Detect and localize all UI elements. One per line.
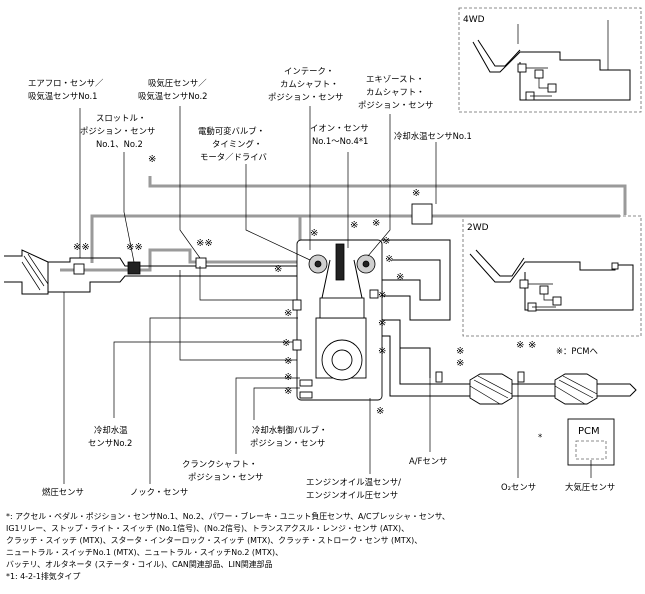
knock-sensor-label: ノック・センサ (130, 487, 188, 497)
svg-text:※: ※ (284, 356, 292, 367)
footnote-line: ニュートラル・スイッチNo.1 (MTX)、ニュートラル・スイッチNo.2 (M… (6, 548, 284, 557)
svg-text:※: ※ (310, 228, 318, 239)
maf-sensor-label: エアフロ・センサ／ 吸気温センサNo.1 (28, 78, 106, 101)
ect-sensor-1-label: 冷却水温センサNo.1 (394, 131, 472, 141)
svg-text:※: ※ (350, 220, 358, 231)
svg-text:※: ※ (284, 372, 292, 383)
svg-text:※: ※ (378, 318, 386, 329)
svg-text:※: ※ (284, 308, 292, 319)
svg-text:※: ※ (382, 236, 390, 247)
ion-sensor-label: イオン・センサ No.1～No.4*1 (310, 123, 371, 146)
svg-text:※※: ※※ (73, 242, 90, 253)
engine-block (292, 203, 451, 401)
coolant-valve-sensor-label: 冷却水制御バルブ・ ポジション・センサ (250, 425, 330, 448)
svg-text:※: ※ (378, 346, 386, 357)
component-labels: エアフロ・センサ／ 吸気温センサNo.1 吸気圧センサ／ 吸気温センサNo.2 … (28, 66, 615, 500)
o2-sensor-label: O₂センサ (501, 482, 536, 492)
svg-text:※: ※ (456, 358, 464, 369)
vvt-motor-driver-label: 電動可変バルブ・ タイミング・ モータ／ドライバ (198, 126, 268, 162)
svg-text:※: ※ (378, 290, 386, 301)
footnotes: *: アクセル・ペダル・ポジション・センサNo.1、No.2、パワー・ブレーキ・… (6, 511, 638, 583)
svg-text:※: ※ (284, 386, 292, 397)
four-wd-inset: 4WD (458, 7, 642, 113)
svg-text:※: ※ (385, 254, 393, 265)
svg-text:※: ※ (282, 338, 290, 349)
pcm-star: * (538, 432, 542, 442)
pcm-label: PCM (578, 426, 600, 437)
intake-camshaft-sensor-label: インテーク・ カムシャフト・ ポジション・センサ (268, 66, 343, 102)
intake-system (4, 249, 300, 361)
two-wd-inset: 2WD (462, 215, 642, 337)
pcm-legend: ※：PCMへ (556, 346, 598, 356)
svg-text:※: ※ (148, 154, 156, 165)
pcm-markers: ※※ ※※ ※※ ※ ※ ※ ※ ※ ※ ※ ※ ※ ※ ※ ※ ※ ※ ※ ※… (73, 154, 536, 417)
exhaust-camshaft-sensor-label: エキゾースト・ カムシャフト・ ポジション・センサ (358, 74, 433, 110)
baro-sensor-label: 大気圧センサ (565, 482, 615, 492)
svg-text:※: ※ (412, 188, 420, 199)
svg-text:※: ※ (372, 218, 380, 229)
footnote-line: IG1リレー、ストップ・ライト・スイッチ (No.1信号)、(No.2信号)、ト… (6, 524, 409, 533)
af-sensor-label: A/Fセンサ (409, 456, 448, 466)
fuel-pressure-sensor-label: 燃圧センサ (42, 487, 84, 497)
footnote-line: *1: 4-2-1排気タイプ (6, 572, 81, 581)
svg-text:※: ※ (376, 406, 384, 417)
footnote-line: *: アクセル・ペダル・ポジション・センサNo.1、No.2、パワー・ブレーキ・… (6, 512, 450, 521)
svg-text:※: ※ (516, 340, 524, 351)
exhaust-system (382, 319, 637, 405)
svg-text:※※: ※※ (196, 238, 213, 249)
two-wd-label: 2WD (467, 223, 489, 233)
svg-text:※: ※ (528, 340, 536, 351)
oil-sensor-label: エンジンオイル温センサ/ エンジンオイル圧センサ (306, 477, 404, 500)
svg-text:※: ※ (456, 346, 464, 357)
map-sensor-label: 吸気圧センサ／ 吸気温センサNo.2 (138, 78, 209, 101)
svg-text:※: ※ (396, 272, 404, 283)
svg-text:※: ※ (274, 264, 282, 275)
footnote-line: バッテリ、オルタネータ (ステータ・コイル)、CAN関連部品、LIN関連部品 (6, 560, 273, 569)
pcm-unit: PCM * (538, 418, 615, 466)
crankshaft-sensor-label: クランクシャフト・ ポジション・センサ (182, 459, 263, 482)
footnote-line: クラッチ・スイッチ (MTX)、スタータ・インターロック・スイッチ (MTX)、… (6, 536, 423, 545)
leader-lines (63, 106, 592, 484)
four-wd-label: 4WD (463, 15, 485, 25)
throttle-position-sensor-label: スロットル・ ポジション・センサ No.1、No.2 (80, 113, 158, 149)
ect-sensor-2-label: 冷却水温 センサNo.2 (88, 425, 132, 448)
svg-text:※※: ※※ (126, 242, 143, 253)
engine-control-system-diagram: 4WD 2WD (4, 7, 642, 500)
